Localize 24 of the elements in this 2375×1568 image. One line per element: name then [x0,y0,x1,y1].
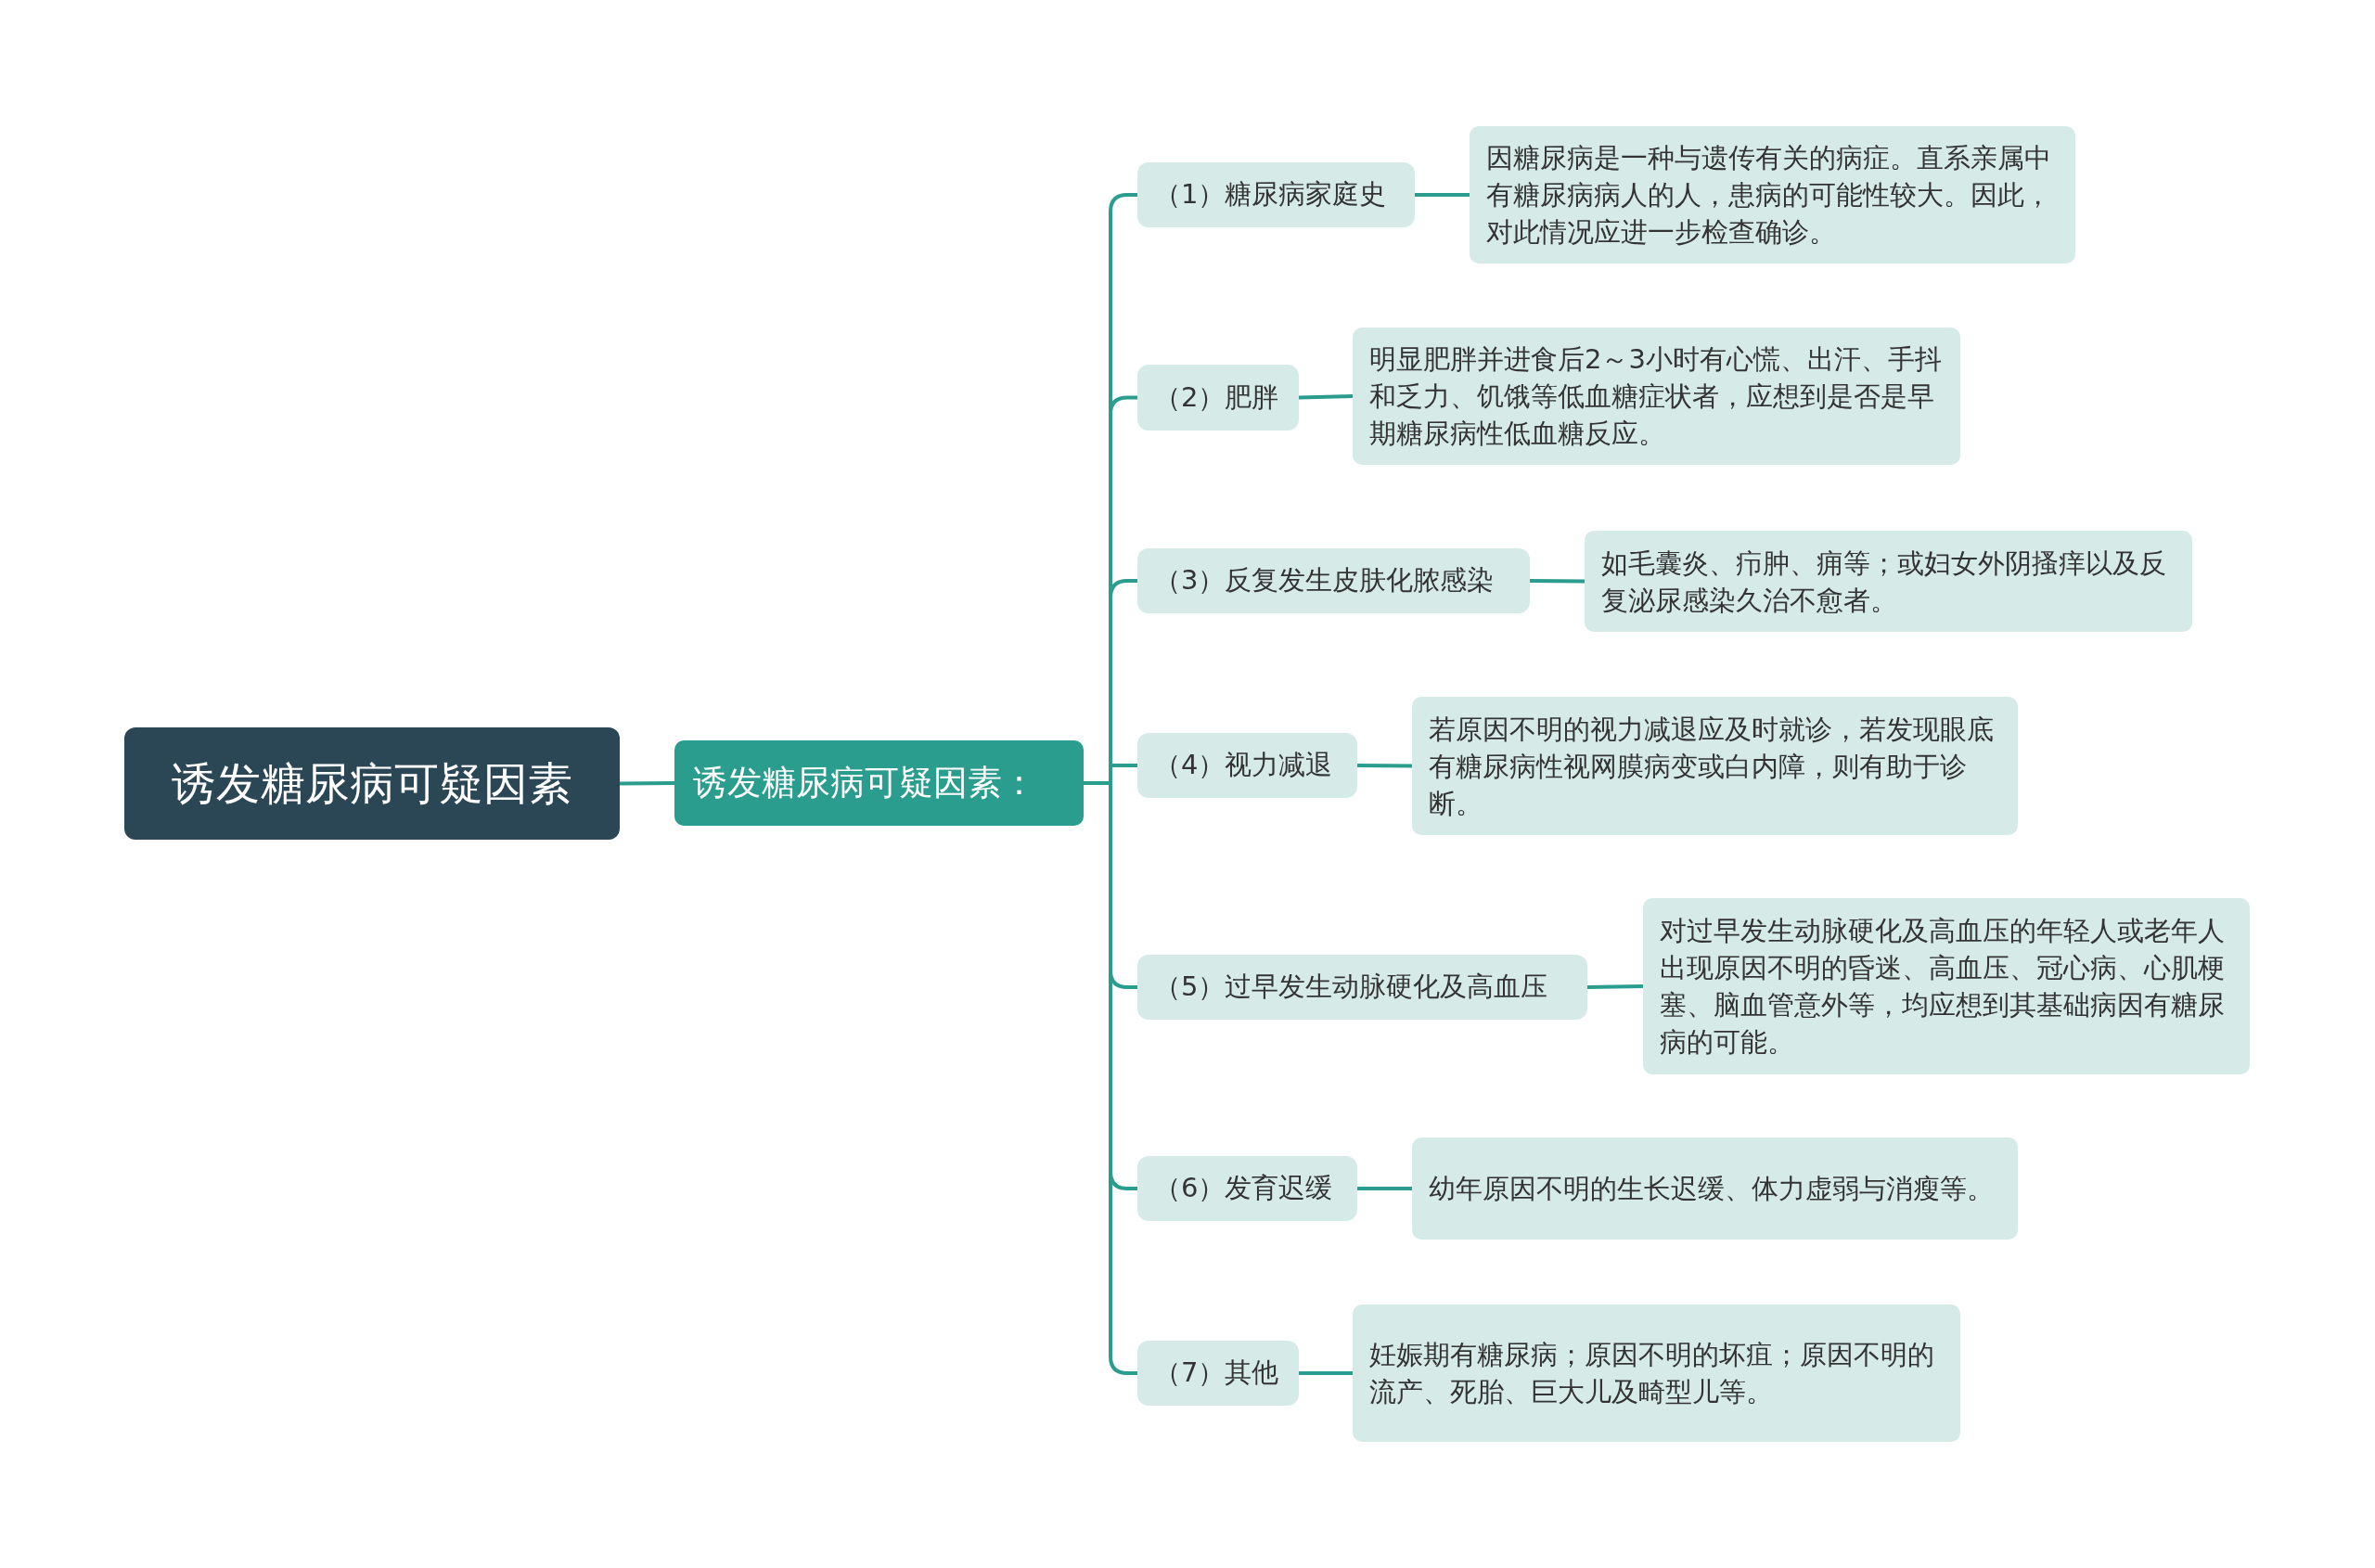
topic-box: （4）视力减退 [1137,733,1357,798]
connector-line [1356,764,1412,768]
topic-box: （5）过早发生动脉硬化及高血压 [1137,955,1587,1020]
connector-line [620,781,675,786]
detail-box: 若原因不明的视力减退应及时就诊，若发现眼底有糖尿病性视网膜病变或白内障，则有助于诊断。 [1412,697,2018,835]
connector-line [1529,579,1585,584]
detail-box: 对过早发生动脉硬化及高血压的年轻人或老年人出现原因不明的昏迷、高血压、冠心病、心肌梗塞、脑血管意外等，均应想到其基础病因有糖尿病的可能。 [1643,898,2250,1074]
detail-box: 幼年原因不明的生长迟缓、体力虚弱与消瘦等。 [1412,1137,2018,1240]
connector-line [1298,394,1354,400]
topic-box: （7）其他 [1137,1341,1299,1406]
detail-box: 如毛囊炎、疖肿、痈等；或妇女外阴搔痒以及反复泌尿感染久治不愈者。 [1585,531,2192,632]
connector-line [1357,1187,1412,1190]
topic-box: （1）糖尿病家庭史 [1137,162,1415,227]
detail-box: 妊娠期有糖尿病；原因不明的坏疽；原因不明的流产、死胎、巨大儿及畸型儿等。 [1353,1305,1960,1442]
topic-box: （3）反复发生皮肤化脓感染 [1137,548,1530,613]
topic-box: （2）肥胖 [1137,365,1299,431]
topic-box: （6）发育迟缓 [1137,1156,1357,1221]
detail-box: 明显肥胖并进食后2～3小时有心慌、出汗、手抖和乏力、饥饿等低血糖症状者，应想到是否是早期糖尿病性低血糖反应。 [1353,328,1960,465]
title-box: 诱发糖尿病可疑因素 [124,727,620,840]
connector-line [1586,984,1644,989]
connector-line [1299,1371,1353,1375]
detail-box: 因糖尿病是一种与遗传有关的病症。直系亲属中有糖尿病病人的人，患病的可能性较大。因此，对此情况应进一步检查确诊。 [1470,126,2075,263]
connector-line [1415,193,1470,197]
branch-box: 诱发糖尿病可疑因素： [674,740,1084,826]
